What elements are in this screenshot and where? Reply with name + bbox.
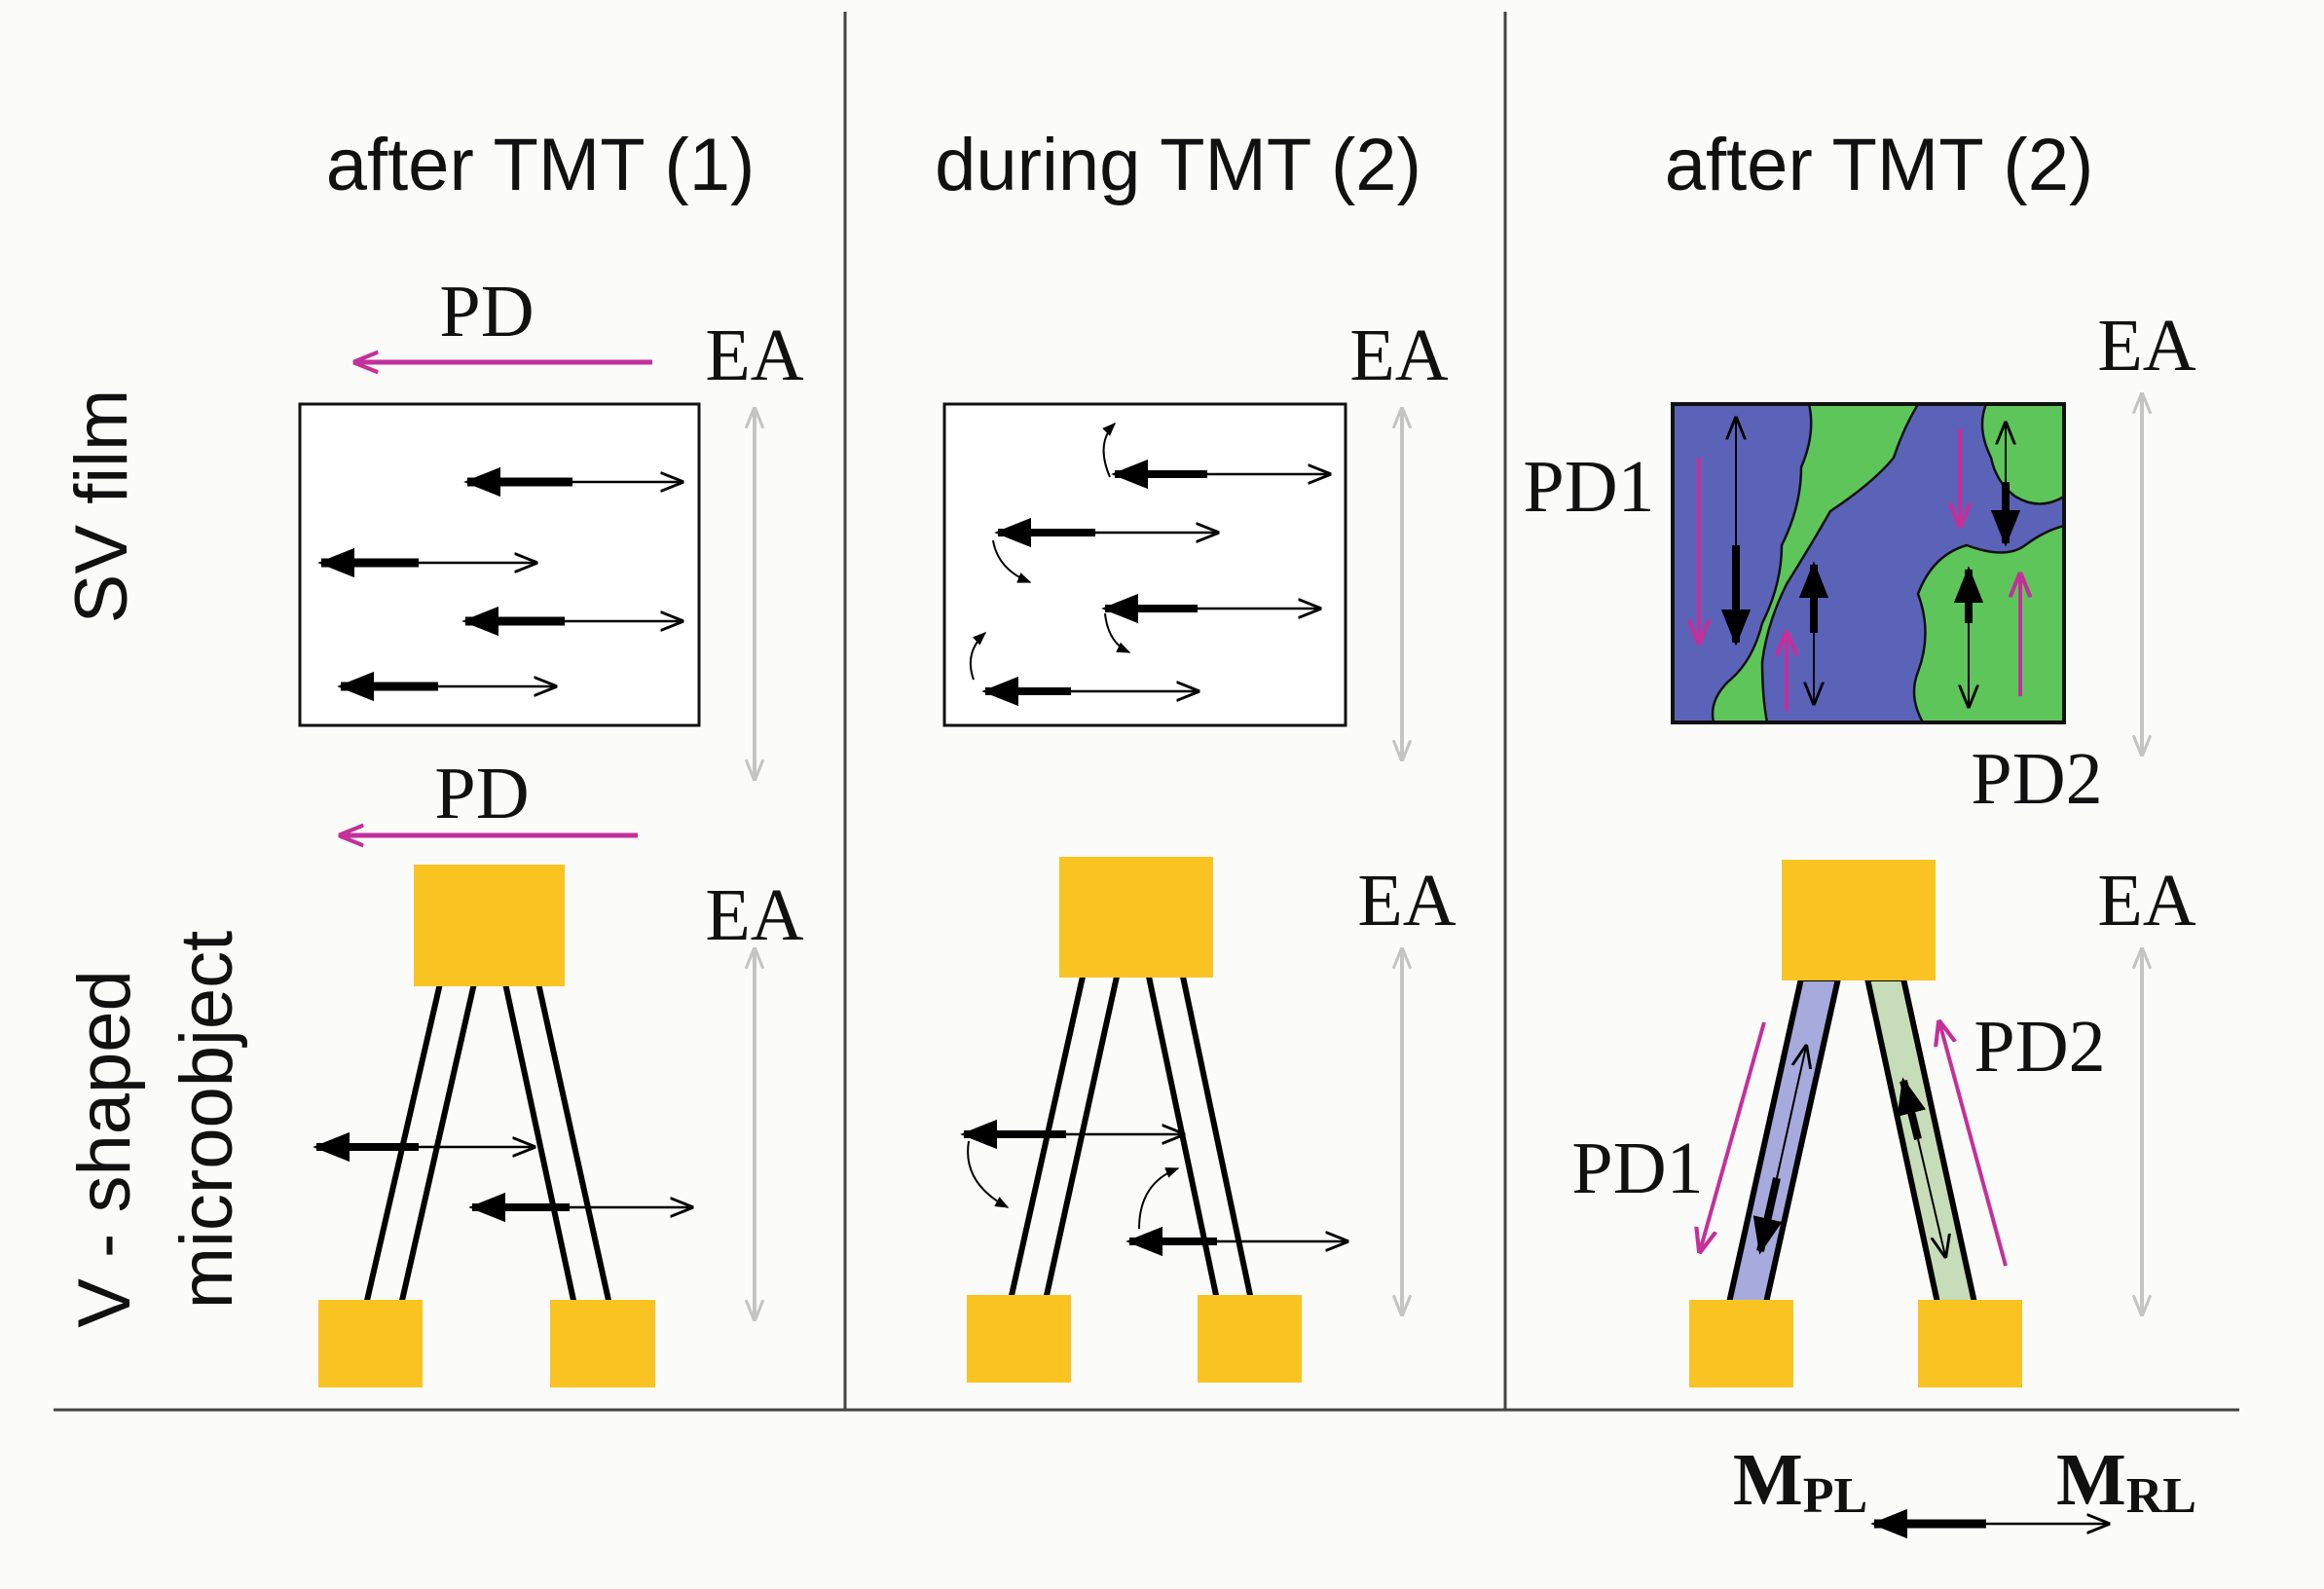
panel-micro-after-tmt-1: PD EA [313, 753, 804, 1387]
rotation-arrows [967, 1140, 1180, 1230]
panel-film-after-tmt-2: EA PD1 PD2 [1523, 305, 2195, 820]
pd1-arrow-micro [1700, 1021, 1766, 1251]
row-label-v-shaped: V - shaped [63, 970, 146, 1328]
magnetization-legend: MPL MRL [1733, 1439, 2196, 1539]
left-pad-3 [1689, 1300, 1793, 1387]
m-pl-label: MPL [1733, 1439, 1867, 1524]
pd1-label-film: PD1 [1523, 446, 1654, 528]
sv-film-box-2 [942, 402, 1347, 727]
left-pad-2 [967, 1295, 1071, 1383]
moment-arrows-micro-1 [313, 1131, 691, 1223]
domain-film [1671, 402, 2066, 724]
top-pad-1 [414, 865, 565, 986]
column-title-1: after TMT (1) [326, 124, 756, 206]
m-pl-subscript: PL [1803, 1468, 1867, 1524]
pd2-label-film: PD2 [1971, 738, 2102, 820]
panel-micro-during-tmt-2: EA [960, 857, 1457, 1383]
domain-walls [1711, 403, 2065, 723]
m-rl-subscript: RL [2126, 1468, 2196, 1524]
domain-moment-arrows [1699, 419, 2020, 711]
pd1-label-micro: PD1 [1571, 1127, 1703, 1209]
column-title-3: after TMT (2) [1665, 124, 2094, 206]
row-label-sv-film: SV film [60, 389, 143, 624]
right-pad-3 [1918, 1300, 2022, 1387]
m-rl-label: MRL [2056, 1439, 2196, 1524]
ea-label-micro-3: EA [2097, 860, 2195, 942]
ea-label-film-3: EA [2097, 305, 2195, 387]
moment-arrows-film-1 [317, 466, 682, 702]
pd2-arrow-micro [1939, 1022, 2008, 1267]
ea-label-micro-1: EA [705, 874, 803, 956]
rotation-arrows [970, 423, 1131, 681]
top-pad-3 [1782, 860, 1936, 980]
panel-micro-after-tmt-2: EA PD2 PD1 [1571, 860, 2196, 1387]
right-pad-1 [550, 1300, 655, 1387]
row-label-microobject: microobject [166, 931, 248, 1310]
dividers [54, 12, 2239, 1412]
leg-moment-arrows [1752, 1047, 1945, 1256]
right-pad-2 [1198, 1295, 1302, 1383]
ea-label-film-1: EA [705, 314, 803, 396]
top-pad-2 [1059, 857, 1213, 978]
column-title-2: during TMT (2) [935, 124, 1421, 206]
moment-arrows-micro-2 [960, 1119, 1346, 1257]
ea-label-film-2: EA [1349, 314, 1448, 396]
ea-label-micro-2: EA [1357, 860, 1456, 942]
domain-film-border [1671, 402, 2066, 724]
panel-film-after-tmt-1: PD EA [298, 271, 804, 779]
pd2-label-micro: PD2 [1974, 1006, 2105, 1088]
pd-label-film-1: PD [439, 271, 534, 352]
left-pad-1 [318, 1300, 423, 1387]
panel-film-during-tmt-2: EA [942, 314, 1449, 759]
pd-label-micro-1: PD [434, 753, 529, 834]
moment-arrows-film-2 [970, 423, 1329, 707]
